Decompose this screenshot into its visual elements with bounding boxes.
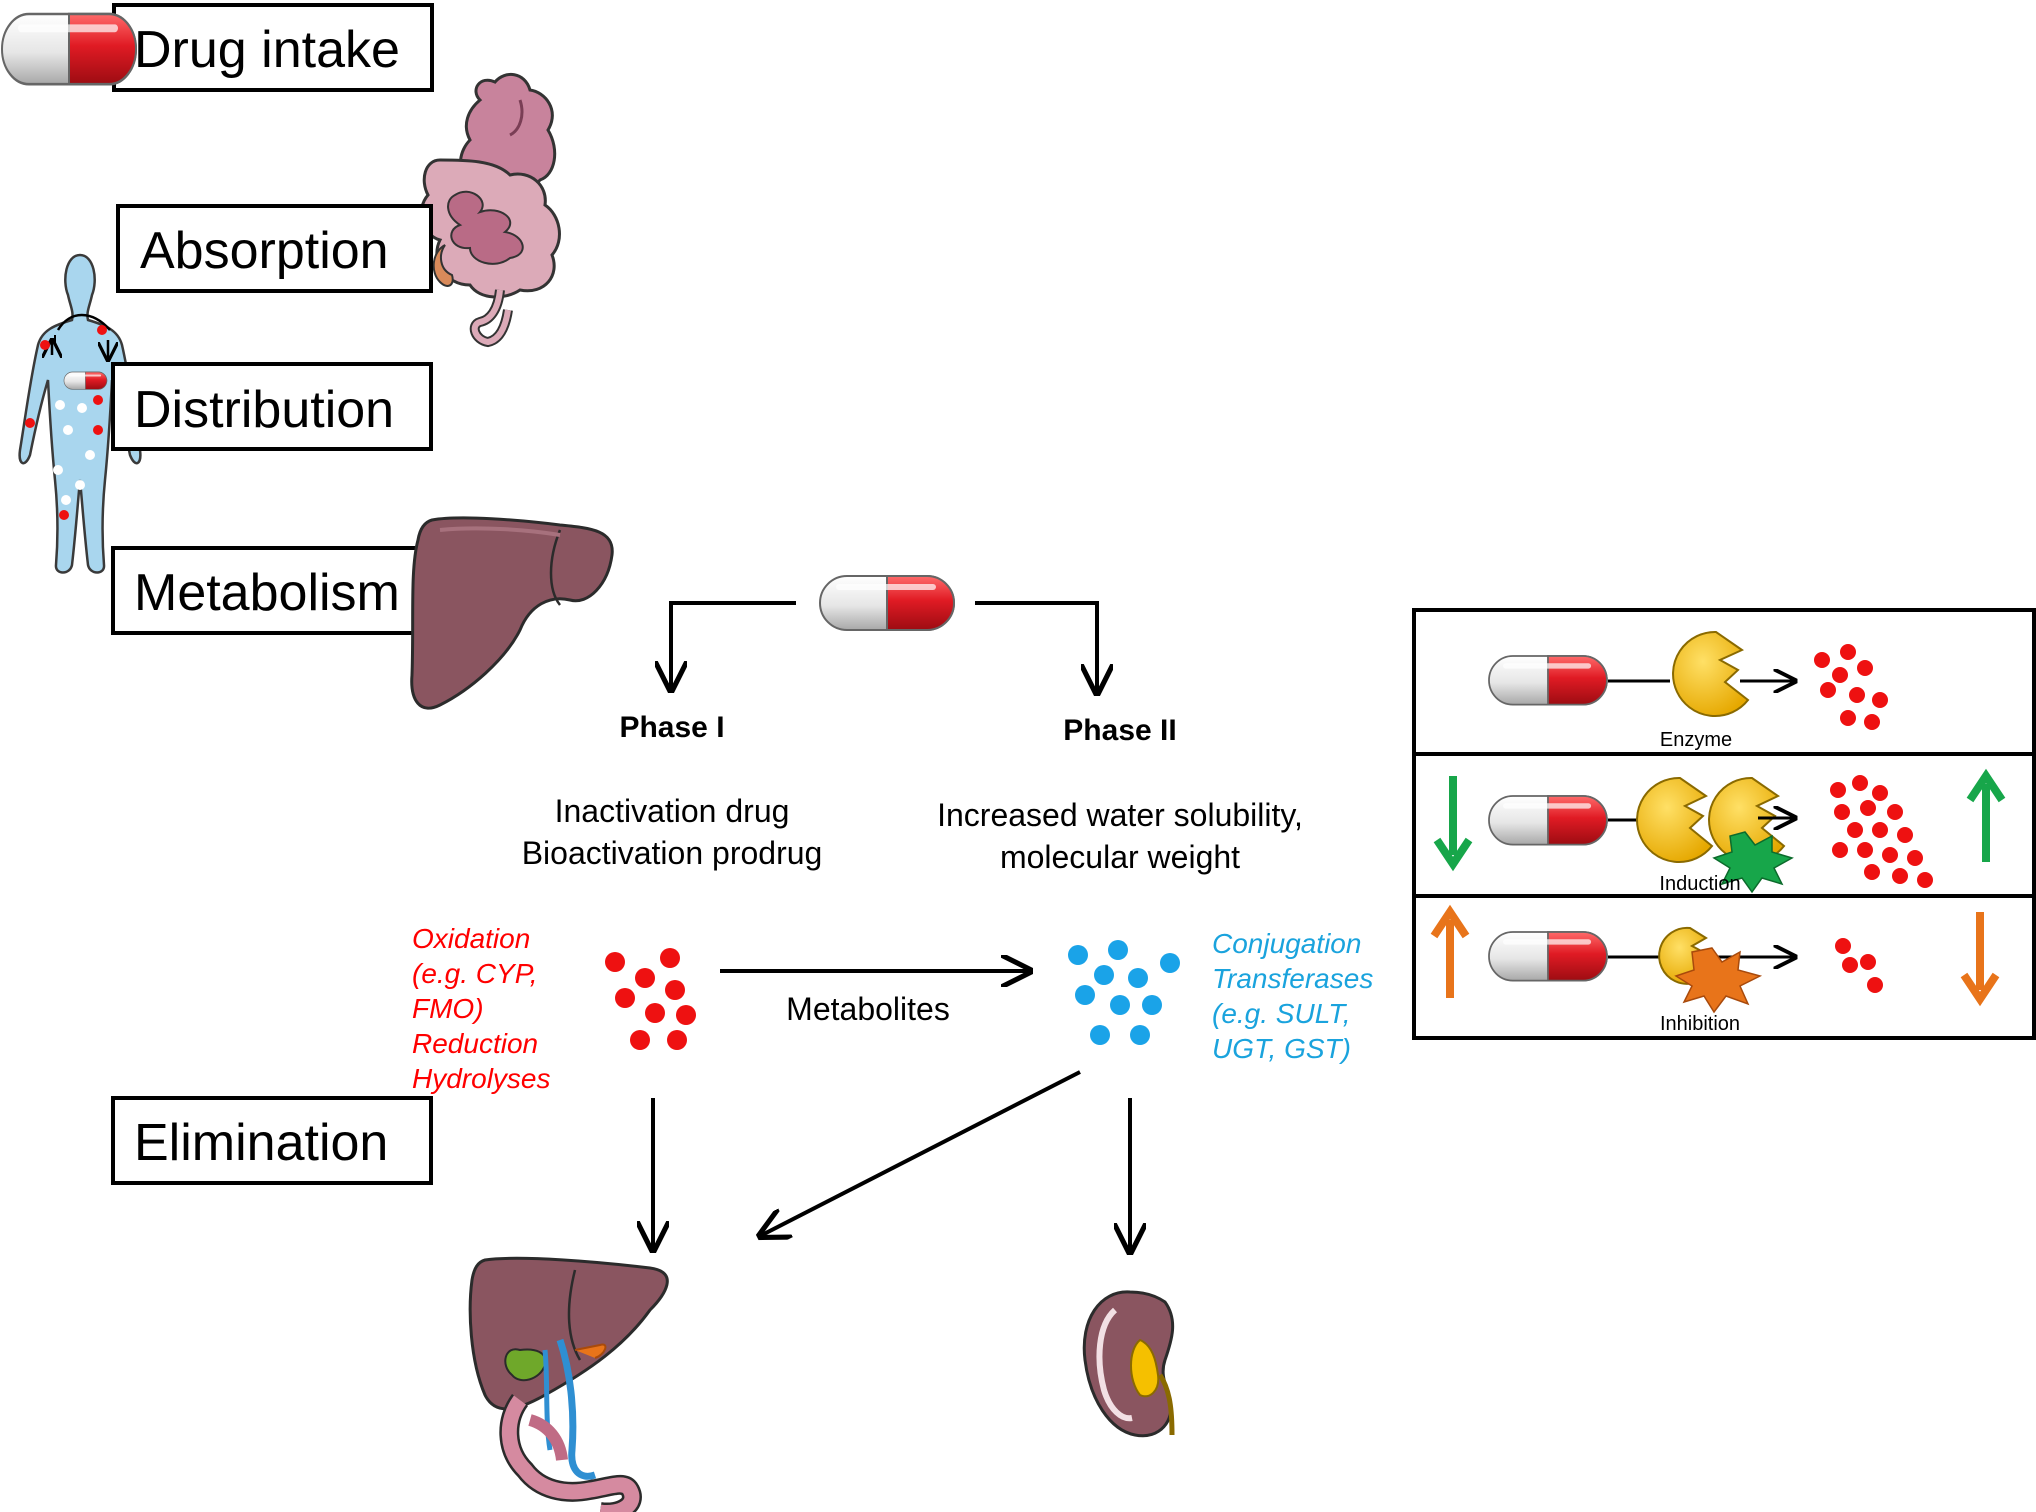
kidney-icon — [1082, 1290, 1175, 1438]
panel-induction: Induction — [1412, 752, 2036, 898]
inducer-star-green-icon — [1712, 831, 1794, 894]
metabolites-label: Metabolites — [786, 991, 950, 1027]
phase1-line2: Bioactivation prodrug — [522, 835, 823, 871]
induction-label: Induction — [1659, 873, 1740, 895]
phase1-line1: Inactivation drug — [555, 793, 790, 829]
pill-icon — [0, 12, 138, 86]
human-body-icon — [18, 253, 142, 574]
liver-icon — [410, 516, 614, 710]
svg-text:Hydrolyses: Hydrolyses — [412, 1063, 550, 1094]
enzyme-label: Enzyme — [1660, 729, 1732, 751]
svg-text:Elimination: Elimination — [134, 1114, 388, 1172]
enzyme-pacman-icon — [1672, 630, 1750, 717]
phase2-metabolites-blue — [1068, 940, 1180, 1045]
svg-text:Absorption: Absorption — [140, 222, 389, 280]
svg-text:(e.g. CYP,: (e.g. CYP, — [412, 958, 538, 989]
stage-absorption: Absorption — [116, 204, 433, 293]
stage-metabolism: Metabolism — [111, 546, 433, 635]
arrow-to-phase1 — [671, 601, 796, 690]
arrow-to-phase2 — [975, 601, 1097, 693]
panel-inhibition: Inhibition — [1412, 894, 2036, 1040]
liver-bile-icon — [468, 1256, 669, 1512]
enzyme-metabolites-red — [1814, 644, 1888, 730]
inhibition-metabolites-red — [1835, 938, 1883, 993]
drug-pill-center — [819, 575, 955, 631]
digestive-tract-icon — [419, 73, 561, 348]
phase1-metabolites-red — [605, 948, 696, 1050]
svg-text:Oxidation: Oxidation — [412, 923, 530, 954]
phase2-line2: molecular weight — [1000, 839, 1240, 875]
stage-elimination: Elimination — [111, 1096, 433, 1185]
inhibitor-star-orange-icon — [1674, 947, 1763, 1014]
arrow-phase2-to-liver — [760, 1070, 1081, 1236]
svg-text:Drug intake: Drug intake — [134, 21, 400, 79]
stage-distribution: Distribution — [111, 362, 433, 451]
induction-metabolites-red — [1830, 775, 1933, 888]
panel-enzyme: Enzyme — [1412, 608, 2036, 756]
stage-drug-intake: Drug intake — [112, 3, 434, 92]
phase2-line1: Increased water solubility, — [937, 797, 1303, 833]
svg-text:Conjugation: Conjugation — [1212, 928, 1361, 959]
svg-text:Metabolism: Metabolism — [134, 564, 400, 622]
phase1-title: Phase I — [619, 711, 724, 744]
svg-text:Transferases: Transferases — [1212, 963, 1373, 994]
phase1-reactions: Oxidation (e.g. CYP, FMO) Reduction Hydr… — [412, 923, 550, 1094]
svg-text:FMO): FMO) — [412, 993, 484, 1024]
svg-text:Reduction: Reduction — [412, 1028, 538, 1059]
svg-text:(e.g. SULT,: (e.g. SULT, — [1212, 998, 1351, 1029]
phase2-title: Phase II — [1063, 714, 1176, 747]
svg-text:Distribution: Distribution — [134, 381, 394, 439]
phase2-reactions: Conjugation Transferases (e.g. SULT, UGT… — [1212, 928, 1373, 1064]
svg-text:UGT, GST): UGT, GST) — [1212, 1033, 1351, 1064]
inhibition-label: Inhibition — [1660, 1013, 1740, 1035]
enzyme-pacman-icon-1 — [1636, 776, 1714, 863]
